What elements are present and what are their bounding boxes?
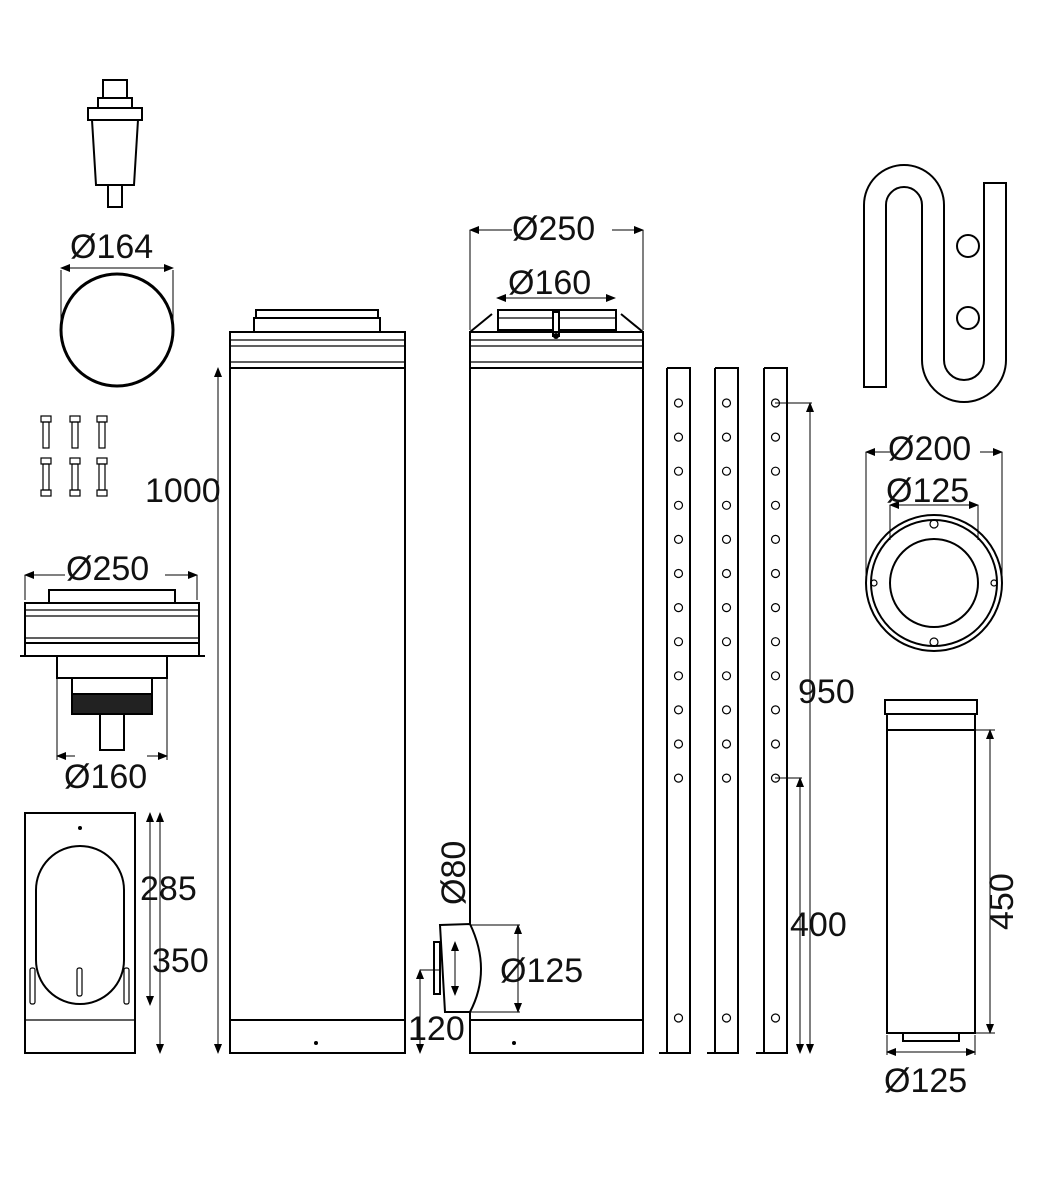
rail-hole bbox=[673, 568, 684, 579]
rail-hole bbox=[673, 705, 684, 715]
pipe-450: 450 Ø125 bbox=[884, 699, 1021, 1100]
rail-hole bbox=[770, 773, 781, 783]
rail-hole bbox=[673, 432, 684, 442]
rail-hole bbox=[721, 602, 732, 613]
disc: Ø164 bbox=[59, 228, 175, 388]
rail-hole bbox=[770, 500, 781, 510]
rail-hole bbox=[673, 1013, 684, 1023]
dim-adapter-bottom: Ø160 bbox=[64, 758, 147, 796]
rails: 950 400 bbox=[659, 367, 855, 1054]
rail-hole bbox=[770, 466, 781, 476]
rail-hole bbox=[673, 602, 684, 613]
rail-2 bbox=[707, 367, 739, 1054]
rail-hole bbox=[673, 534, 684, 545]
wall-plate: Ø200 Ø125 bbox=[865, 430, 1003, 652]
dim-pipe-450-length: 450 bbox=[983, 873, 1021, 930]
rail-hole bbox=[770, 568, 781, 579]
rail-hole bbox=[721, 773, 732, 783]
rail-hole bbox=[770, 739, 781, 749]
rail-hole bbox=[673, 466, 684, 476]
rail-hole bbox=[770, 637, 781, 647]
dim-plate-outer: Ø200 bbox=[888, 430, 971, 468]
rail-1 bbox=[659, 367, 691, 1054]
dim-outlet-pipe-inner: Ø160 bbox=[508, 264, 591, 302]
rail-3 bbox=[756, 367, 788, 1054]
pipe-with-outlet: Ø250 Ø160 Ø80 Ø125 120 bbox=[408, 210, 644, 1054]
rail-hole bbox=[673, 773, 684, 783]
dim-rail-400: 400 bbox=[790, 906, 847, 944]
adapter: Ø250 Ø160 bbox=[20, 550, 205, 796]
inspection-piece: 285 350 bbox=[24, 812, 209, 1054]
rail-hole bbox=[721, 568, 732, 579]
rail-hole bbox=[770, 1013, 781, 1023]
rail-hole bbox=[673, 637, 684, 647]
dim-rail-950: 950 bbox=[798, 673, 855, 711]
rail-hole bbox=[770, 398, 781, 408]
dim-branch-diameter: Ø80 bbox=[435, 841, 473, 905]
rail-hole bbox=[721, 432, 732, 442]
rail-hole bbox=[721, 637, 732, 647]
dim-disc-diameter: Ø164 bbox=[70, 228, 153, 266]
dim-pipe-1000: 1000 bbox=[145, 472, 221, 510]
rail-hole bbox=[673, 739, 684, 749]
rail-hole bbox=[770, 705, 781, 715]
dim-inspection-350: 350 bbox=[152, 942, 209, 980]
rail-hole bbox=[673, 398, 684, 408]
dim-adapter-top: Ø250 bbox=[66, 550, 149, 588]
siphon bbox=[863, 164, 1007, 403]
rail-hole bbox=[721, 534, 732, 545]
air-vent-valve bbox=[87, 79, 143, 208]
dim-outlet-height: 120 bbox=[408, 1010, 465, 1048]
bolt-set bbox=[40, 415, 108, 497]
rail-hole bbox=[721, 739, 732, 749]
dim-outlet-diameter: Ø125 bbox=[500, 952, 583, 990]
dim-pipe-450-diameter: Ø125 bbox=[884, 1062, 967, 1100]
dim-inspection-285: 285 bbox=[140, 870, 197, 908]
pipe-1000: 1000 bbox=[145, 309, 406, 1054]
rail-hole bbox=[721, 398, 732, 408]
rail-hole bbox=[721, 671, 732, 681]
rail-hole bbox=[770, 602, 781, 613]
rail-hole bbox=[721, 1013, 732, 1023]
dim-plate-inner: Ø125 bbox=[886, 472, 969, 510]
rail-hole bbox=[673, 671, 684, 681]
rail-hole bbox=[770, 432, 781, 442]
dim-outlet-pipe-outer: Ø250 bbox=[512, 210, 595, 248]
rail-hole bbox=[770, 671, 781, 681]
rail-hole bbox=[721, 705, 732, 715]
rail-hole bbox=[673, 500, 684, 510]
rail-hole bbox=[721, 466, 732, 476]
rail-hole bbox=[770, 534, 781, 545]
rail-hole bbox=[721, 500, 732, 510]
